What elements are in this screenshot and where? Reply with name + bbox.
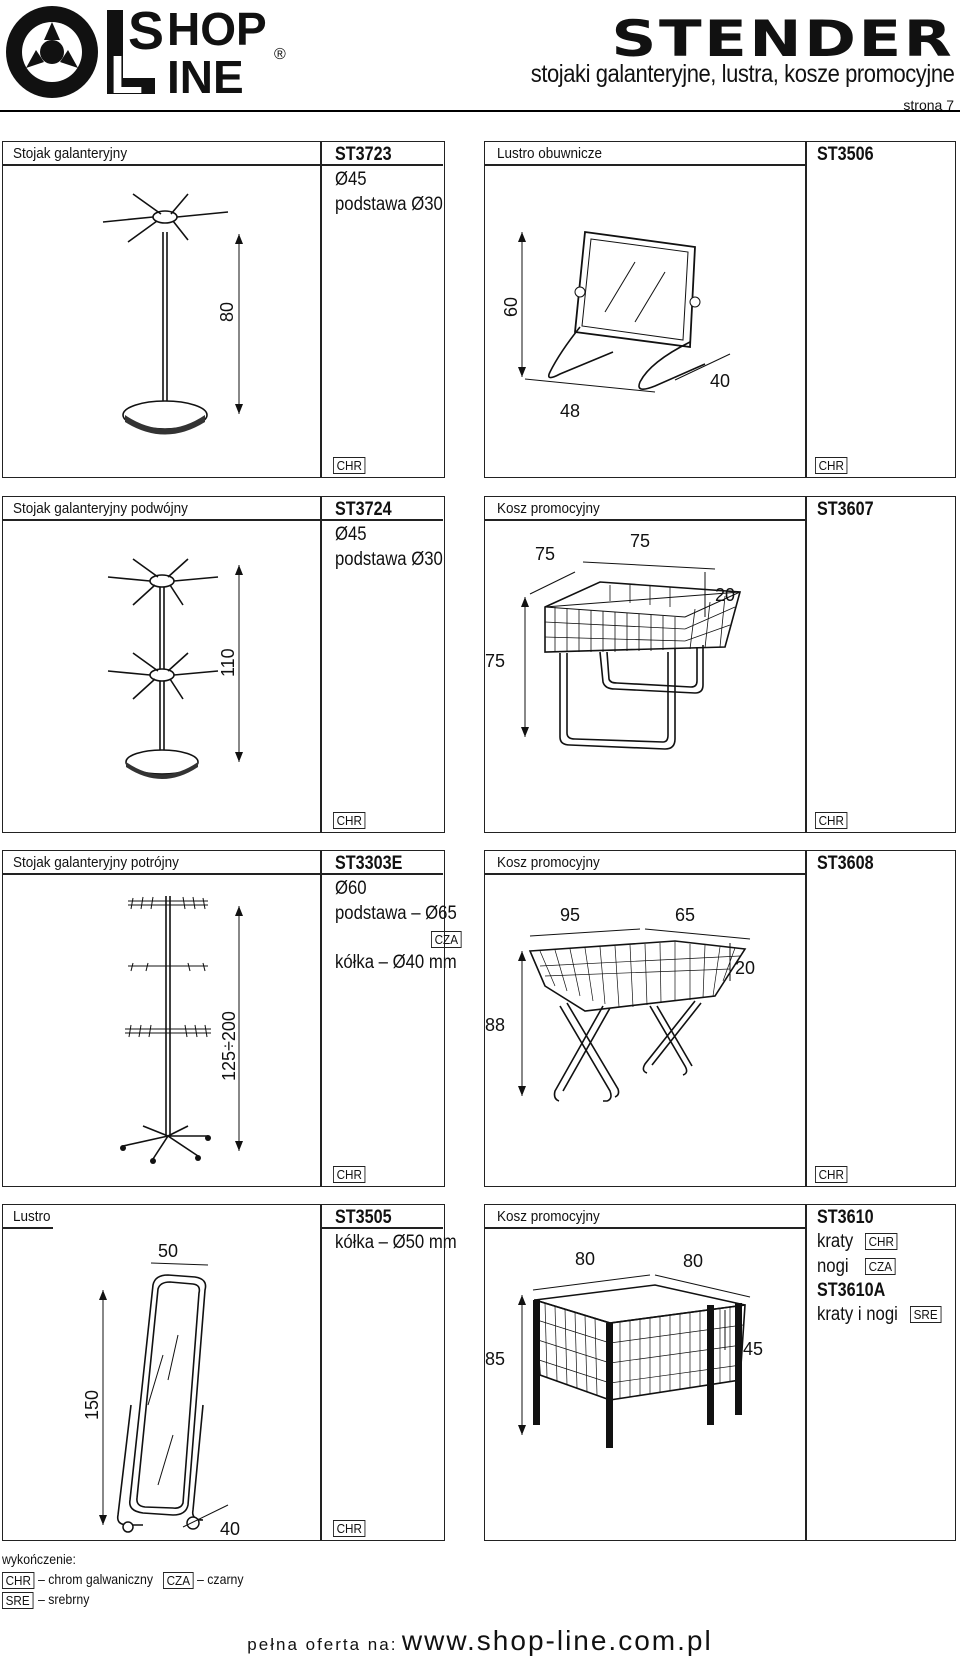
product-spec: podstawa Ø30 bbox=[335, 194, 443, 215]
finish-badge: CHR bbox=[815, 812, 848, 829]
product-code: ST3607 bbox=[817, 499, 874, 520]
product-code: ST3610A bbox=[817, 1280, 886, 1301]
legend-badge: CZA bbox=[163, 1572, 194, 1589]
dimension-label: 20 bbox=[715, 585, 735, 605]
product-card: Lustro obuwnicze ST3506 CHR 60 48 40 bbox=[484, 141, 956, 478]
mirror-illustration: 60 48 40 bbox=[501, 230, 731, 421]
spec-badge: CZA bbox=[431, 931, 462, 948]
product-spec: podstawa – Ø65 bbox=[335, 903, 457, 924]
footer: pełna oferta na: www.shop-line.com.pl bbox=[0, 1625, 960, 1657]
dimension-label: 20 bbox=[735, 958, 755, 978]
product-spec: kraty i nogi bbox=[817, 1304, 898, 1325]
basket-illustration: 85 80 80 45 bbox=[485, 1249, 763, 1448]
product-name: Kosz promocyjny bbox=[497, 1208, 600, 1225]
dimension-label: 75 bbox=[535, 544, 555, 564]
legend-label: – czarny bbox=[197, 1571, 244, 1587]
legend-badge: CHR bbox=[2, 1572, 35, 1589]
dimension-label: 65 bbox=[675, 905, 695, 925]
dimension-label: 150 bbox=[82, 1390, 102, 1420]
double-stand-illustration: 110 bbox=[107, 558, 243, 779]
legend-label: – chrom galwaniczny bbox=[38, 1571, 154, 1587]
footer-prefix: pełna oferta na: bbox=[247, 1635, 398, 1654]
spec-badge: CHR bbox=[865, 1233, 898, 1250]
product-name: Stojak galanteryjny bbox=[13, 145, 128, 162]
logo-l: L bbox=[110, 45, 143, 105]
product-card: Stojak galanteryjny podwójny ST3724 Ø45 … bbox=[2, 496, 445, 833]
logo-s: S bbox=[128, 1, 165, 61]
dimension-label: 48 bbox=[560, 401, 580, 421]
page-subtitle: stojaki galanteryjne, lustra, kosze prom… bbox=[530, 60, 954, 88]
product-spec: kraty bbox=[817, 1231, 854, 1252]
dimension-label: 40 bbox=[710, 371, 730, 391]
finish-badge: CHR bbox=[815, 457, 848, 474]
legend-label: – srebrny bbox=[38, 1591, 90, 1607]
product-spec: Ø45 bbox=[335, 524, 367, 545]
product-code: ST3608 bbox=[817, 853, 874, 874]
dimension-label: 125÷200 bbox=[219, 1011, 239, 1081]
brand-title: STENDER bbox=[611, 10, 954, 68]
finish-badge: CHR bbox=[333, 812, 366, 829]
product-name: Lustro obuwnicze bbox=[497, 145, 603, 162]
product-card: Stojak galanteryjny potrójny ST3303E Ø60… bbox=[2, 850, 462, 1187]
product-name: Kosz promocyjny bbox=[497, 854, 600, 871]
product-card: Kosz promocyjny ST3608 CHR 88 95 65 20 bbox=[484, 850, 956, 1187]
product-name: Kosz promocyjny bbox=[497, 500, 600, 517]
dimension-label: 80 bbox=[217, 302, 237, 322]
dimension-label: 85 bbox=[485, 1349, 505, 1369]
finish-badge: CHR bbox=[333, 1520, 366, 1537]
product-spec: podstawa Ø30 bbox=[335, 549, 443, 570]
dimension-label: 75 bbox=[485, 651, 505, 671]
logo-bottom-text: INE bbox=[167, 51, 244, 103]
dimension-label: 88 bbox=[485, 1015, 505, 1035]
product-code: ST3506 bbox=[817, 144, 874, 165]
finish-badge: CHR bbox=[815, 1166, 848, 1183]
dimension-label: 80 bbox=[683, 1251, 703, 1271]
product-card: Stojak galanteryjny ST3723 Ø45 podstawa … bbox=[2, 141, 445, 478]
mirror-illustration: 50 150 40 bbox=[82, 1241, 240, 1539]
dimension-label: 45 bbox=[743, 1339, 763, 1359]
product-name: Stojak galanteryjny potrójny bbox=[13, 854, 179, 871]
triple-stand-illustration: 125÷200 bbox=[120, 896, 243, 1164]
shopline-logo: S HOP L INE ® bbox=[2, 1, 302, 105]
product-code: ST3505 bbox=[335, 1207, 392, 1228]
legend-title: wykończenie: bbox=[2, 1551, 76, 1567]
registered-mark: ® bbox=[274, 46, 286, 63]
product-card: Kosz promocyjny ST3610 kraty CHR nogi CZ… bbox=[484, 1204, 956, 1541]
basket-illustration: 75 75 75 20 bbox=[485, 531, 742, 750]
product-spec: Ø45 bbox=[335, 169, 367, 190]
spec-badge: SRE bbox=[910, 1306, 942, 1323]
dimension-label: 95 bbox=[560, 905, 580, 925]
finish-badge: CHR bbox=[333, 1166, 366, 1183]
product-code: ST3303E bbox=[335, 853, 403, 874]
footer-url[interactable]: www.shop-line.com.pl bbox=[401, 1625, 713, 1656]
basket-illustration: 88 95 65 20 bbox=[485, 905, 755, 1102]
logo-icon bbox=[6, 6, 155, 98]
dimension-label: 75 bbox=[630, 531, 650, 551]
dimension-label: 50 bbox=[158, 1241, 178, 1261]
product-spec: kółka – Ø40 mm bbox=[335, 952, 457, 973]
legend-badge: SRE bbox=[2, 1592, 34, 1609]
product-spec: kółka – Ø50 mm bbox=[335, 1232, 457, 1253]
product-code: ST3724 bbox=[335, 499, 392, 520]
dimension-label: 80 bbox=[575, 1249, 595, 1269]
finish-badge: CHR bbox=[333, 457, 366, 474]
product-code: ST3610 bbox=[817, 1207, 874, 1228]
product-name: Lustro bbox=[13, 1208, 51, 1225]
dimension-label: 110 bbox=[218, 648, 238, 677]
dimension-label: 40 bbox=[220, 1519, 240, 1539]
product-name: Stojak galanteryjny podwójny bbox=[13, 500, 188, 517]
product-code: ST3723 bbox=[335, 144, 392, 165]
product-spec: nogi bbox=[817, 1256, 849, 1277]
product-spec: Ø60 bbox=[335, 878, 367, 899]
header-rule bbox=[0, 110, 960, 112]
product-card: Kosz promocyjny ST3607 CHR 75 75 75 20 bbox=[484, 496, 956, 833]
page-number: strona 7 bbox=[903, 97, 954, 113]
product-card: Lustro ST3505 kółka – Ø50 mm CHR 50 150 … bbox=[2, 1204, 457, 1541]
dimension-label: 60 bbox=[501, 297, 521, 317]
spec-badge: CZA bbox=[865, 1258, 896, 1275]
stand-illustration: 80 bbox=[102, 193, 243, 435]
logo-top-text: HOP bbox=[167, 3, 267, 55]
